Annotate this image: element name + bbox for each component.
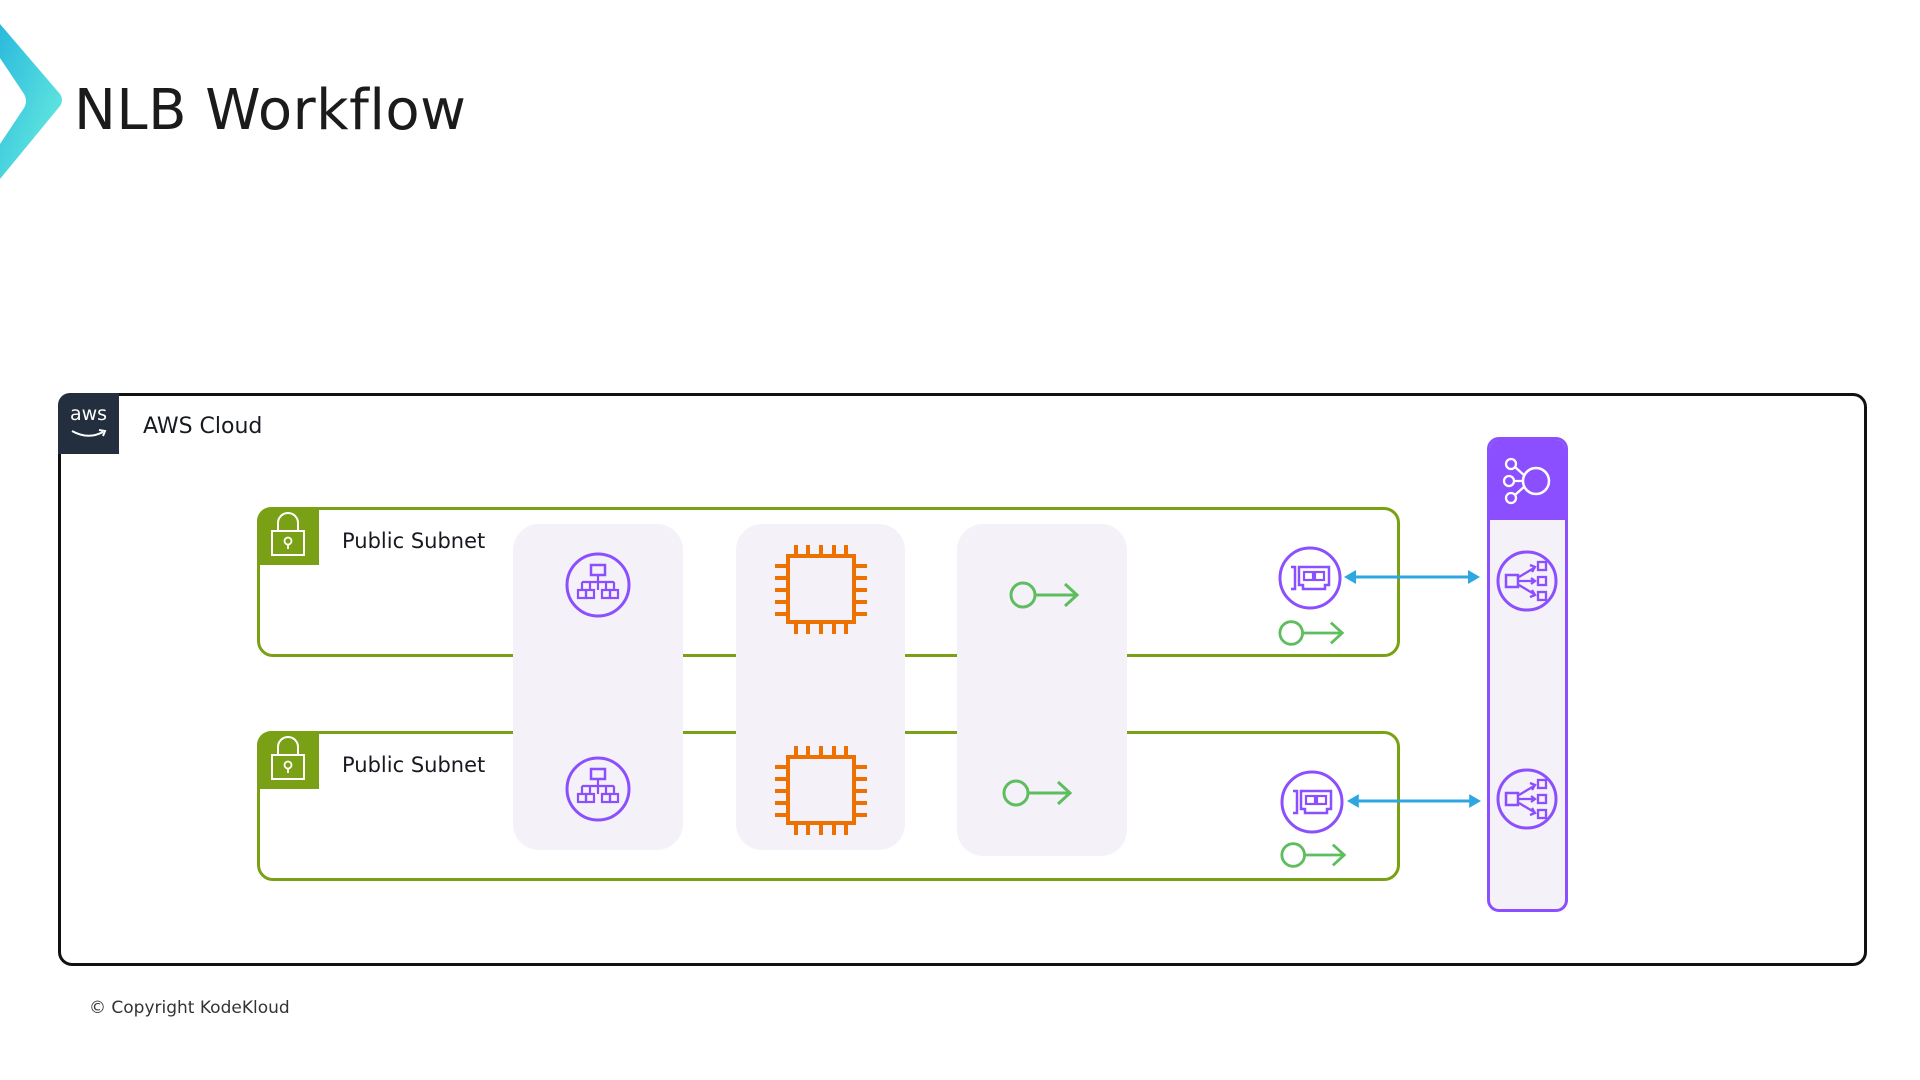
target-column [957, 524, 1127, 856]
slide-title: NLB Workflow [74, 78, 467, 143]
subnet-badge-2 [257, 731, 319, 789]
subnet-badge-1 [257, 507, 319, 565]
endpoint-arrow-icon[interactable] [1009, 580, 1081, 610]
ec2-instances-column [736, 524, 905, 850]
aws-logo-text: aws [69, 403, 108, 425]
subnet-label-2: Public Subnet [342, 753, 486, 777]
network-load-balancer-icon[interactable] [1495, 767, 1559, 831]
aws-logo-badge: aws [58, 393, 119, 454]
endpoint-arrow-icon[interactable] [1278, 618, 1346, 648]
network-hierarchy-icon[interactable] [565, 552, 631, 618]
network-load-balancer-icon[interactable] [1495, 549, 1559, 613]
subnet-label-1: Public Subnet [342, 529, 486, 553]
endpoint-arrow-icon[interactable] [1280, 840, 1348, 870]
aws-cloud-label: AWS Cloud [143, 414, 263, 439]
network-hierarchy-icon[interactable] [565, 756, 631, 822]
lock-icon [271, 736, 305, 780]
elastic-load-balancing-icon [1502, 457, 1551, 505]
network-load-balancer-group [1487, 437, 1568, 912]
bidirectional-arrow-2 [1347, 794, 1481, 808]
lock-icon [271, 512, 305, 556]
ec2-instance-icon[interactable] [772, 745, 870, 837]
elastic-network-interface-icon[interactable] [1277, 545, 1343, 611]
elastic-network-interface-icon[interactable] [1279, 769, 1345, 835]
nlb-header [1490, 440, 1565, 520]
ec2-instance-icon[interactable] [772, 544, 870, 636]
bidirectional-arrow-1 [1344, 570, 1480, 584]
endpoint-arrow-icon[interactable] [1002, 778, 1074, 808]
aws-cloud-group [58, 393, 1867, 966]
kodekloud-chevron-logo [0, 24, 62, 179]
aws-smile-icon [71, 429, 107, 437]
copyright-footer: © Copyright KodeKloud [89, 998, 290, 1018]
